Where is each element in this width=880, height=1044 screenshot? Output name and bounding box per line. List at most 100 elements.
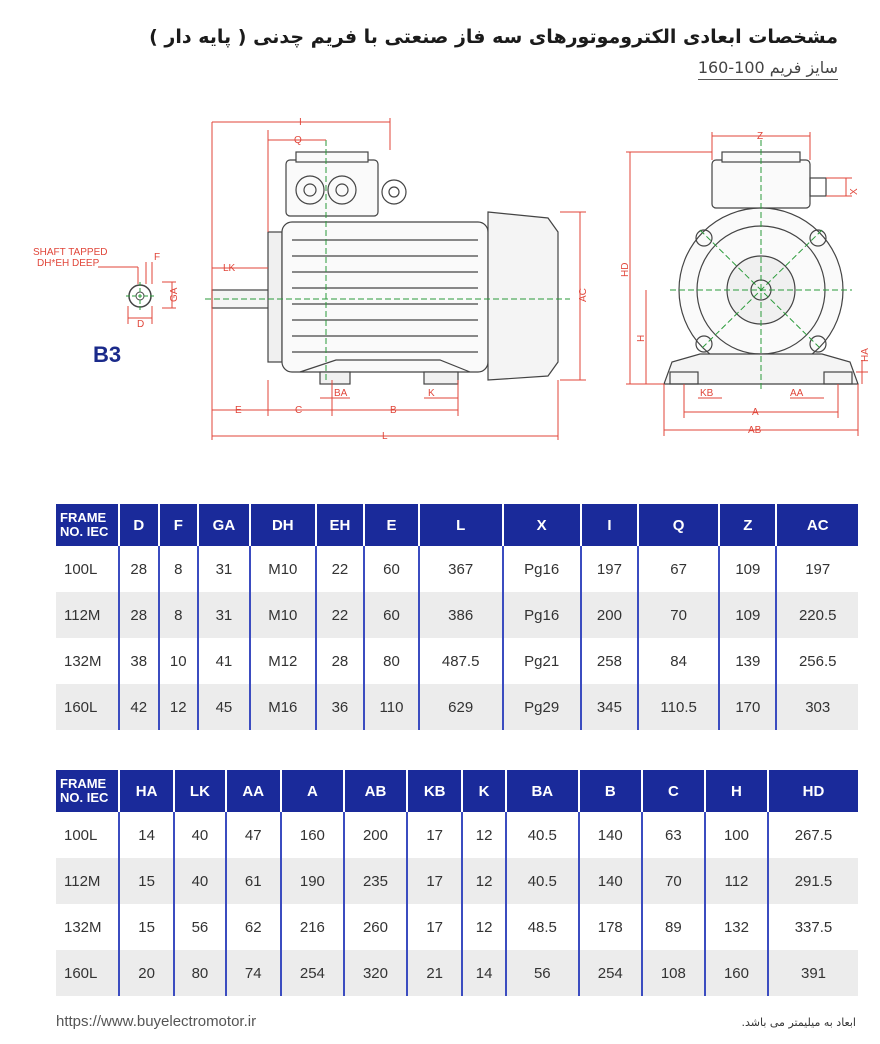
table-cell: 112 [703, 858, 768, 904]
table-cell: 48.5 [504, 904, 579, 950]
dim-label-hd: HD [620, 263, 631, 277]
table-cell: 256.5 [775, 638, 858, 684]
table-cell: 60 [363, 592, 419, 638]
table-cell: 14 [461, 950, 506, 996]
side-view-centerlines [205, 140, 570, 380]
column-header: K [461, 770, 506, 812]
website-url: https://www.buyelectromotor.ir [56, 1013, 257, 1030]
column-header: F [157, 504, 199, 546]
dim-label-q: Q [294, 135, 302, 146]
table-cell: M12 [248, 638, 316, 684]
frame-header-line2: NO. IEC [60, 524, 109, 539]
table-cell: 100L [64, 826, 98, 844]
table-cell: 629 [417, 684, 503, 730]
table-cell: 216 [279, 904, 344, 950]
dim-label-ga: GA [169, 287, 180, 302]
table-cell: 8 [157, 592, 199, 638]
table-cell: 31 [197, 546, 250, 592]
column-header: Q [636, 504, 720, 546]
dim-label-d: D [137, 319, 144, 330]
column-header: B [577, 770, 642, 812]
dim-label-f: F [154, 252, 160, 263]
table-cell: Pg16 [501, 546, 581, 592]
table-cell: 14 [117, 812, 175, 858]
table-cell: 56 [504, 950, 579, 996]
table-cell: 110 [363, 684, 419, 730]
table-cell: 47 [224, 812, 281, 858]
table-row: 100L 14 40 47 160 200 17 12 40.5 140 63 … [56, 812, 858, 858]
column-header: KB [406, 770, 463, 812]
table-cell: 160L [56, 950, 119, 996]
table-cell: 45 [197, 684, 250, 730]
table-cell: 320 [342, 950, 408, 996]
dim-label-l: L [382, 431, 388, 442]
table-cell: 132M [64, 918, 102, 936]
table-cell: 84 [636, 638, 720, 684]
table-cell: 80 [363, 638, 419, 684]
table-cell: 40.5 [504, 812, 579, 858]
table-cell: 109 [718, 546, 777, 592]
table-cell: 200 [342, 812, 408, 858]
table-cell: M16 [248, 684, 316, 730]
table-cell: 22 [314, 592, 365, 638]
dim-label-ha: HA [860, 348, 871, 362]
table-cell: 22 [314, 546, 365, 592]
column-header: C [640, 770, 705, 812]
table-cell: 28 [314, 638, 365, 684]
column-header: AC [775, 504, 858, 546]
column-header: E [363, 504, 419, 546]
table-cell: 170 [718, 684, 777, 730]
frame-header: FRAME NO. IEC [56, 504, 119, 546]
motor-dimension-drawing: SHAFT TAPPED DH*EH DEEP F GA D [33, 117, 871, 442]
table-cell: 160 [279, 812, 344, 858]
column-header: X [501, 504, 581, 546]
table-cell: 190 [279, 858, 344, 904]
column-header: HA [117, 770, 175, 812]
end-view-dimensions [626, 132, 868, 436]
table-header-row: FRAME NO. IEC D F GA DH EH E L X I Q Z A… [56, 504, 858, 546]
table-row: 132M 15 56 62 216 260 17 12 48.5 178 89 … [56, 904, 858, 950]
shaft-note-line1: SHAFT TAPPED [33, 247, 107, 258]
dimensions-table-1: FRAME NO. IEC D F GA DH EH E L X I Q Z A… [56, 504, 858, 730]
table-row: 132M 38 10 41 M12 28 80 487.5 Pg21 258 8… [56, 638, 858, 684]
table-cell: 38 [118, 638, 159, 684]
column-header: AA [224, 770, 281, 812]
table-cell: 70 [640, 858, 705, 904]
table-row: 112M 28 8 31 M10 22 60 386 Pg16 200 70 1… [56, 592, 858, 638]
table-cell: 140 [577, 858, 642, 904]
table-cell: 254 [577, 950, 642, 996]
table-cell: 8 [157, 546, 199, 592]
shaft-detail [98, 262, 176, 324]
table-cell: 100 [703, 812, 768, 858]
table-cell: 345 [579, 684, 638, 730]
table-cell: 61 [224, 858, 281, 904]
table-cell: 28 [118, 592, 159, 638]
dim-label-kb: KB [700, 388, 714, 399]
table-cell: Pg21 [501, 638, 581, 684]
column-header: L [417, 504, 503, 546]
table-cell: 56 [173, 904, 226, 950]
column-header: BA [504, 770, 579, 812]
units-note: ابعاد به میلیمتر می باشد. [741, 1016, 856, 1029]
table-cell: 112M [56, 858, 119, 904]
dim-label-aa: AA [790, 388, 804, 399]
table-cell: M10 [248, 592, 316, 638]
table-cell: 260 [342, 904, 408, 950]
table-cell: 12 [461, 812, 506, 858]
table-cell: 254 [279, 950, 344, 996]
table-cell: 178 [577, 904, 642, 950]
table-cell: 337.5 [767, 904, 858, 950]
table-cell: 160L [56, 684, 119, 730]
table-row: 100L 28 8 31 M10 22 60 367 Pg16 197 67 1… [56, 546, 858, 592]
table-cell: Pg16 [501, 592, 581, 638]
frame-size-subtitle: سایز فریم 100-160 [697, 58, 838, 80]
table-cell: 132 [703, 904, 768, 950]
table-cell: 40 [173, 812, 226, 858]
table-cell: 63 [640, 812, 705, 858]
table-cell: 267.5 [767, 812, 858, 858]
table-cell: 367 [417, 546, 503, 592]
table-cell: 200 [579, 592, 638, 638]
dim-label-k: K [428, 388, 435, 399]
dim-label-z: Z [757, 131, 763, 142]
page-title: مشخصات ابعادی الکتروموتورهای سه فاز صنعت… [149, 26, 838, 48]
